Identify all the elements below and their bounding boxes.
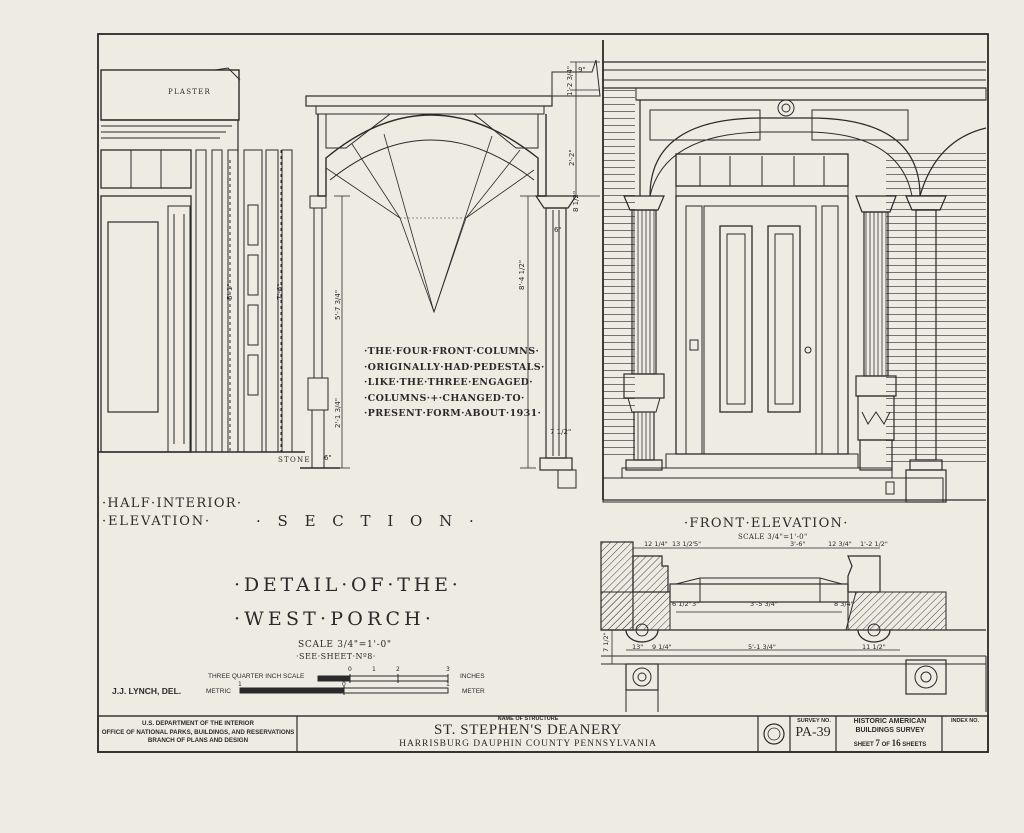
dim-5-7: 5'-7 3/4": [334, 289, 342, 320]
survey-label: SURVEY NO.: [797, 718, 831, 724]
see-sheet: ·SEE·SHEET·Nº8·: [296, 652, 376, 661]
plan-dim: 13 1/2": [672, 540, 696, 548]
section-title: · S E C T I O N ·: [256, 512, 480, 530]
metric-tick: 1: [446, 681, 450, 688]
agency-line: BRANCH OF PLANS AND DESIGN: [147, 737, 249, 744]
note-line: ·ORIGINALLY·HAD·PEDESTALS·: [364, 361, 545, 373]
agency-line: OFFICE OF NATIONAL PARKS, BUILDINGS, AND…: [101, 728, 295, 736]
dim-9: 9": [578, 66, 586, 74]
half-interior-title: ·HALF·INTERIOR·: [102, 496, 243, 511]
plan-dim: 8 3/4": [834, 600, 854, 608]
plaster-label: PLASTER: [168, 88, 212, 96]
metric-tick: 1: [238, 681, 242, 688]
scale-bars: [239, 674, 449, 695]
sheet-number: 7: [875, 738, 880, 748]
metric-tick: 0: [342, 681, 346, 688]
stone-label: STONE: [278, 456, 311, 464]
sheets-word: SHEETS: [902, 742, 927, 748]
note-line: ·THE·FOUR·FRONT·COLUMNS·: [364, 346, 540, 357]
structure-name-label: NAME OF STRUCTURE: [497, 716, 559, 722]
scale-tick: 3: [446, 666, 450, 673]
department-seal-icon: [763, 723, 785, 745]
elevation-title: ·ELEVATION·: [102, 514, 211, 529]
plan-dim: 3'-5 3/4": [750, 600, 778, 608]
sheet-word: SHEET: [853, 742, 874, 748]
plan-dim: 9 1/4": [652, 643, 672, 651]
meter-label: METER: [462, 688, 485, 695]
scale-tick: 0: [348, 666, 352, 673]
plan-dim: 5": [694, 540, 702, 548]
sheet-total: 16: [891, 738, 901, 748]
plan-dim: 3'-6": [790, 540, 806, 548]
dim-7-5: 7 1/2": [550, 428, 572, 436]
three-quarter-scale-label: THREE QUARTER INCH SCALE: [208, 673, 305, 680]
survey-number: PA-39: [795, 725, 831, 740]
dim-2-1: 2'-1 3/4": [334, 397, 342, 428]
detail-title: ·DETAIL·OF·THE·: [234, 574, 462, 596]
porch-note: ·THE·FOUR·FRONT·COLUMNS· ·ORIGINALLY·HAD…: [364, 344, 545, 422]
half-interior-elevation: [98, 67, 305, 453]
west-porch-title: ·WEST·PORCH·: [234, 608, 436, 630]
detail-scale: SCALE 3/4"=1'-0": [298, 640, 392, 650]
plan-dim: 5'-1 3/4": [748, 643, 776, 651]
sheet-count: SHEET 7 OF 16 SHEETS: [838, 738, 942, 748]
dim-8-4: 8'-4 1/2": [518, 259, 526, 290]
dim-7-6: 7'-6": [276, 283, 284, 300]
scale-tick: 2: [396, 666, 400, 673]
front-elevation-drawing: [602, 40, 987, 503]
plan-dim: 1'-2 1/2": [860, 540, 888, 548]
front-elevation-scale: SCALE 3/4"=1'-0": [738, 533, 808, 541]
scale-tick: 1: [372, 666, 376, 673]
note-line: ·COLUMNS·+·CHANGED·TO·: [364, 392, 525, 404]
habs-line: HISTORIC AMERICAN: [853, 718, 927, 725]
agency-block: U.S. DEPARTMENT OF THE INTERIOR OFFICE O…: [100, 720, 296, 746]
plan-dim: 13": [632, 643, 644, 651]
dim-6b: 6": [324, 454, 332, 462]
inches-label: INCHES: [460, 673, 485, 680]
structure-location: HARRISBURG DAUPHIN COUNTY PENNSYLVANIA: [399, 739, 657, 749]
section-drawing: [300, 59, 601, 489]
structure-name: ST. STEPHEN'S DEANERY: [434, 722, 622, 738]
habs-line: BUILDINGS SURVEY: [855, 727, 925, 734]
note-line: ·LIKE·THE·THREE·ENGAGED·: [364, 377, 533, 388]
of-word: OF: [881, 742, 890, 748]
delineator: J.J. LYNCH, DEL.: [112, 686, 182, 696]
plan-dim: 6 1/2": [672, 600, 692, 608]
index-label: INDEX NO.: [950, 718, 980, 724]
dim-2-2: 2'-2": [568, 149, 576, 166]
plan-dim: 7 1/2": [602, 632, 610, 652]
metric-label: METRIC: [206, 688, 231, 695]
note-line: ·PRESENT·FORM·ABOUT·1931·: [364, 408, 542, 419]
plan-dim: 12 3/4": [828, 540, 852, 548]
front-elevation-title: ·FRONT·ELEVATION·: [684, 516, 849, 531]
dim-5-1: 5'-1": [226, 283, 234, 300]
dim-1-2-3: 1'-2 3/4": [566, 65, 574, 96]
title-block-frame: [97, 715, 989, 753]
plan-detail: [600, 541, 987, 712]
plan-dim: 12 1/4": [644, 540, 668, 548]
dim-6: 6": [554, 226, 562, 234]
dim-8-half: 8 1/2": [572, 190, 580, 212]
plan-dim: 11 1/2": [862, 643, 886, 651]
agency-line: U.S. DEPARTMENT OF THE INTERIOR: [142, 720, 254, 727]
plan-dim: 3": [692, 600, 700, 608]
